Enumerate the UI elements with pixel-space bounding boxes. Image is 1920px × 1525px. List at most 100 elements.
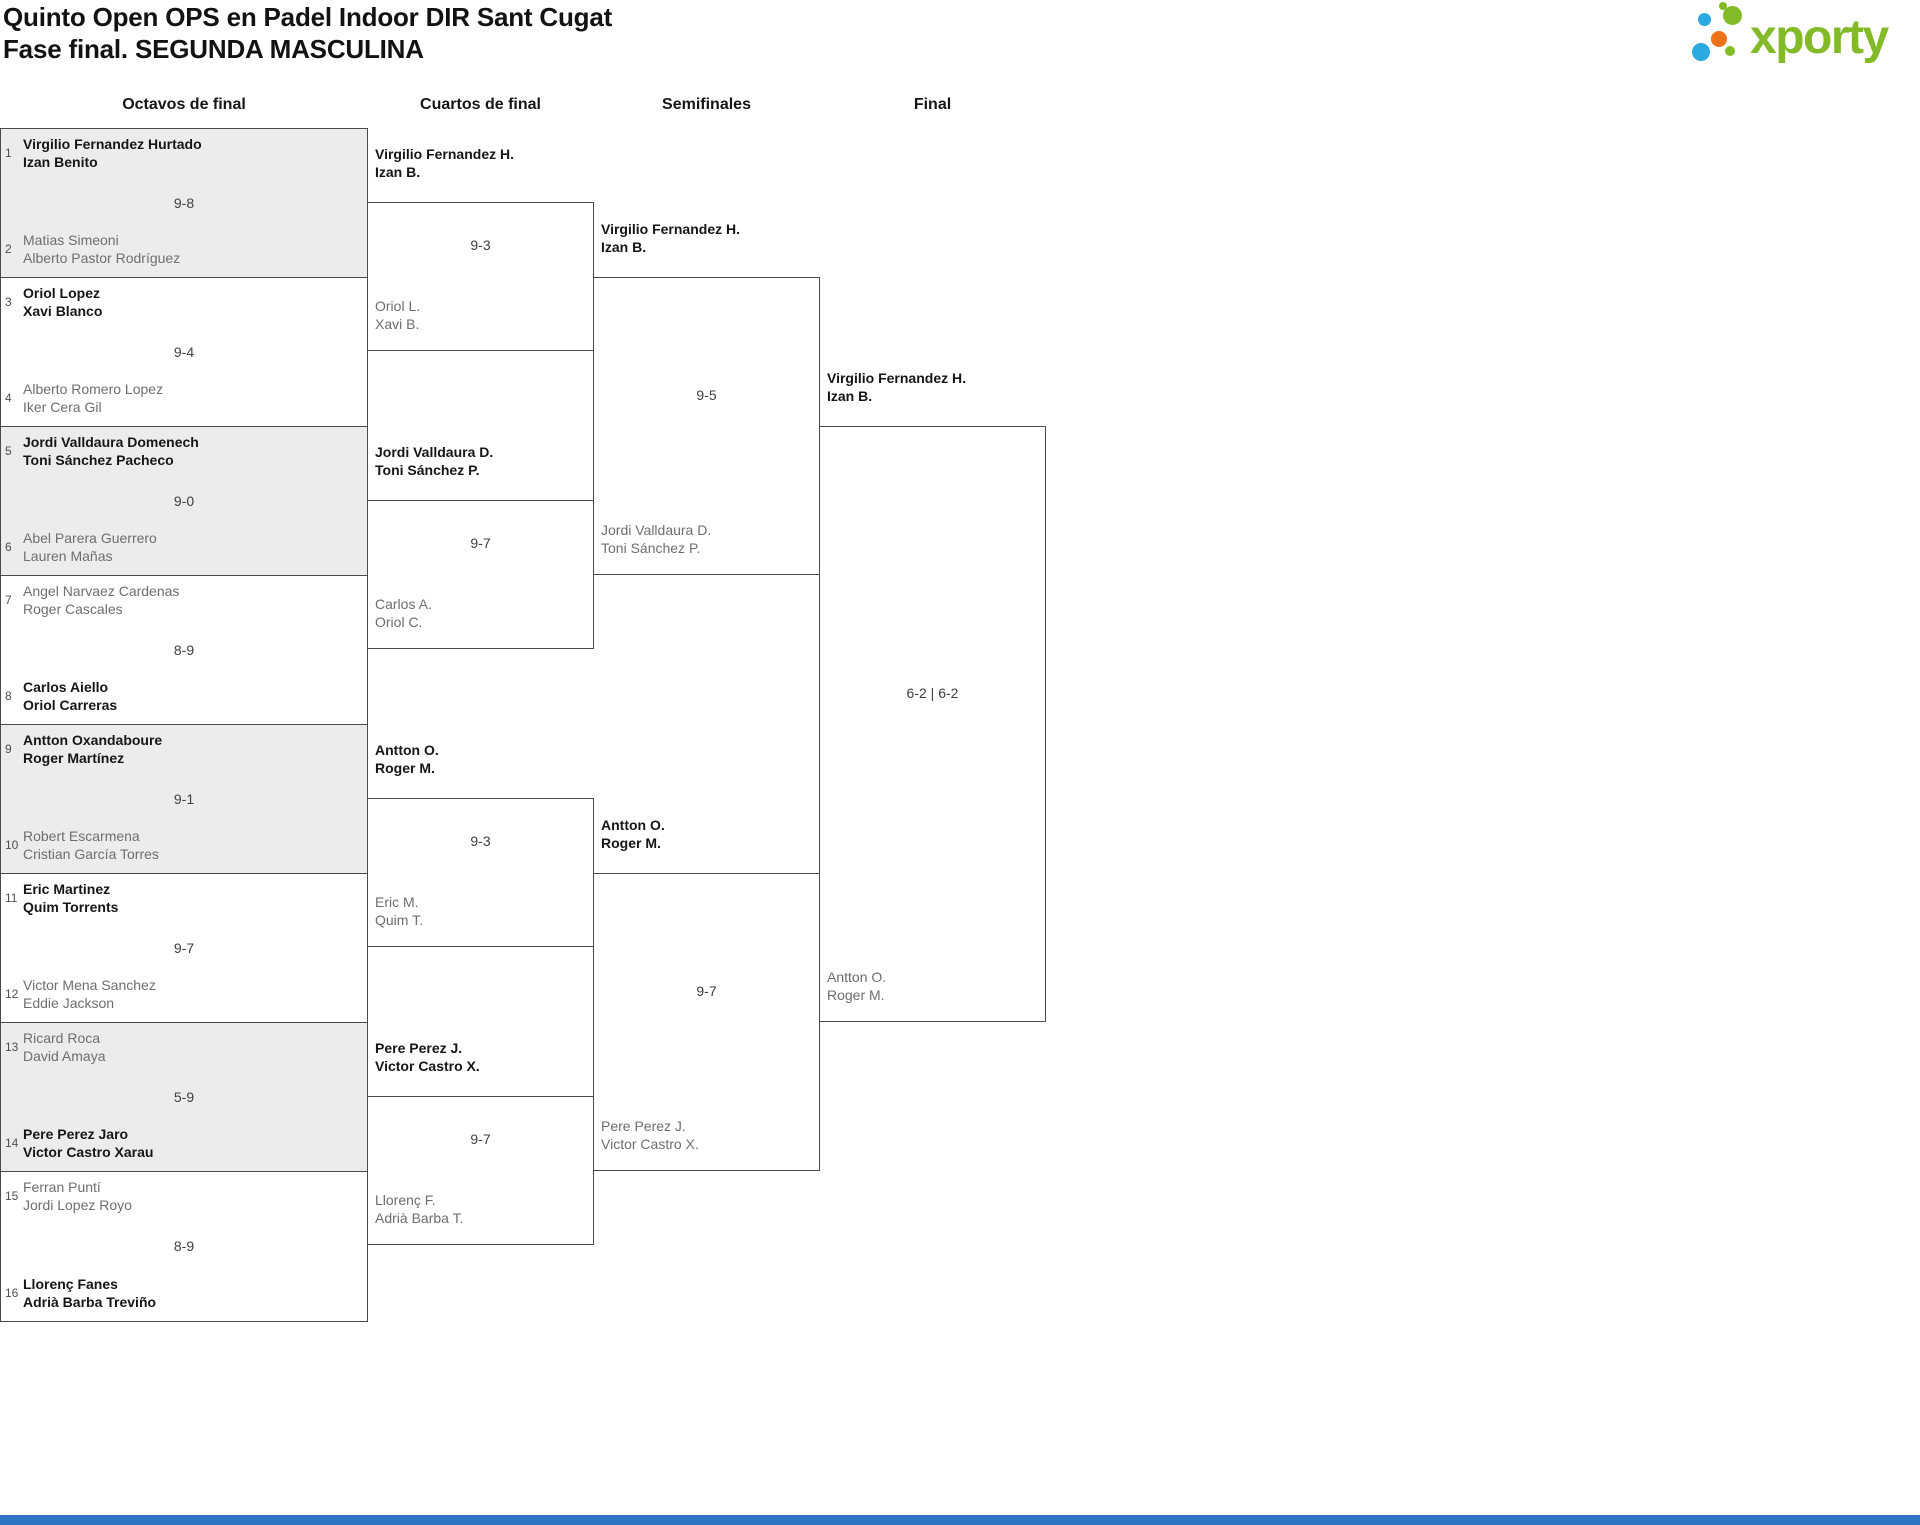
- qf1-eliminated-team: Oriol L.Xavi B.: [375, 297, 591, 333]
- round-header-cuartos: Cuartos de final: [420, 96, 541, 113]
- team-name-line: Antton O.: [375, 742, 439, 758]
- team-name-line: Lauren Mañas: [23, 548, 113, 564]
- page-subtitle: Fase final. SEGUNDA MASCULINA: [3, 34, 424, 64]
- team-name-line: Abel Parera Guerrero: [23, 530, 157, 546]
- seed-number: 9: [5, 742, 12, 756]
- round-header-final: Final: [913, 96, 952, 113]
- match-score: 9-0: [173, 493, 195, 509]
- logo-dot-blue-small: [1698, 13, 1711, 26]
- team-name-line: Jordi Valldaura Domenech: [23, 434, 199, 450]
- seed-number: 8: [5, 689, 12, 703]
- sf1-score: 9-5: [696, 387, 717, 403]
- match-score: 5-9: [173, 1089, 195, 1105]
- seed-number: 4: [5, 391, 12, 405]
- logo-dot-green-small: [1725, 46, 1735, 56]
- sf2-score: 9-7: [696, 983, 717, 999]
- page-header: Quinto Open OPS en Padel Indoor DIR Sant…: [3, 1, 612, 65]
- team-name-line: Iker Cera Gil: [23, 399, 102, 415]
- team-name-line: Toni Sánchez P.: [601, 540, 701, 556]
- team-name-line: Izan B.: [827, 388, 873, 404]
- sf1-eliminated-team: Jordi Valldaura D.Toni Sánchez P.: [601, 521, 817, 557]
- team-name-line: Virgilio Fernandez Hurtado: [23, 136, 202, 152]
- sf1-advancing-team: Virgilio Fernandez H.Izan B.: [601, 220, 817, 256]
- team-name-line: Alberto Romero Lopez: [23, 381, 164, 397]
- qf2-score: 9-7: [470, 535, 491, 551]
- final-match-box: [819, 426, 1046, 1022]
- match-score: 9-8: [173, 195, 195, 211]
- team-name-line: Carlos Aiello: [23, 679, 109, 695]
- qf3-score: 9-3: [470, 833, 491, 849]
- team-name-line: Eric M.: [375, 894, 419, 910]
- qf4-eliminated-team: Llorenç F.Adrià Barba T.: [375, 1191, 591, 1227]
- team-name-line: Carlos A.: [375, 596, 432, 612]
- logo-dot-orange: [1711, 31, 1727, 47]
- team-name-line: Angel Narvaez Cardenas: [23, 583, 180, 599]
- final-champion-team: Virgilio Fernandez H.Izan B.: [827, 369, 1043, 405]
- match-score: 9-1: [173, 791, 195, 807]
- qf-match-1-box: [367, 202, 594, 351]
- team-name-line: Antton Oxandaboure: [23, 732, 163, 748]
- sf-match-2-box: [593, 873, 820, 1171]
- seed-number: 15: [5, 1189, 19, 1203]
- match-score: 9-4: [173, 344, 195, 360]
- final-score: 6-2 | 6-2: [906, 685, 959, 701]
- seed-number: 1: [5, 146, 12, 160]
- logo-text: xporty: [1750, 11, 1889, 64]
- seed-number: 7: [5, 593, 12, 607]
- team-name-line: Pere Perez J.: [375, 1040, 463, 1056]
- team-name-line: Llorenç Fanes: [23, 1276, 118, 1292]
- qf2-eliminated-team: Carlos A. Oriol C.: [375, 595, 591, 631]
- seed-number: 14: [5, 1136, 19, 1150]
- team-name-line: Toni Sánchez Pacheco: [23, 452, 174, 468]
- match-score: 9-7: [173, 940, 195, 956]
- team-name-line: Xavi Blanco: [23, 303, 103, 319]
- qf4-advancing-team: Pere Perez J.Victor Castro X.: [375, 1039, 591, 1075]
- logo-dot-green-large: [1723, 6, 1742, 25]
- team-name-line: Ferran Puntí: [23, 1179, 101, 1195]
- team-name-line: Llorenç F.: [375, 1192, 436, 1208]
- team-name-line: Virgilio Fernandez H.: [375, 146, 514, 162]
- footer-bar: [0, 1515, 1920, 1525]
- match-score: 8-9: [173, 642, 195, 658]
- team-name-line: Jordi Lopez Royo: [23, 1197, 132, 1213]
- seed-number: 3: [5, 295, 12, 309]
- team-name-line: Roger M.: [827, 987, 885, 1003]
- team-name-line: Antton O.: [601, 817, 665, 833]
- team-name-line: Izan B.: [375, 164, 421, 180]
- qf4-score: 9-7: [470, 1131, 491, 1147]
- team-name-line: Victor Mena Sanchez: [23, 977, 156, 993]
- team-name-line: Oriol C.: [375, 614, 423, 630]
- seed-number: 11: [5, 891, 18, 905]
- team-name-line: Robert Escarmena: [23, 828, 140, 844]
- team-name-line: Roger Cascales: [23, 601, 123, 617]
- sf2-advancing-team: Antton O.Roger M.: [601, 816, 817, 852]
- team-name-line: Quim Torrents: [23, 899, 119, 915]
- team-name-line: Roger Martínez: [23, 750, 125, 766]
- team-name-line: Matias Simeoni: [23, 232, 119, 248]
- team-name-line: Virgilio Fernandez H.: [601, 221, 740, 237]
- team-name-line: David Amaya: [23, 1048, 106, 1064]
- qf2-advancing-team: Jordi Valldaura D.Toni Sánchez P.: [375, 443, 591, 479]
- team-name-line: Cristian García Torres: [23, 846, 159, 862]
- seed-number: 13: [5, 1040, 19, 1054]
